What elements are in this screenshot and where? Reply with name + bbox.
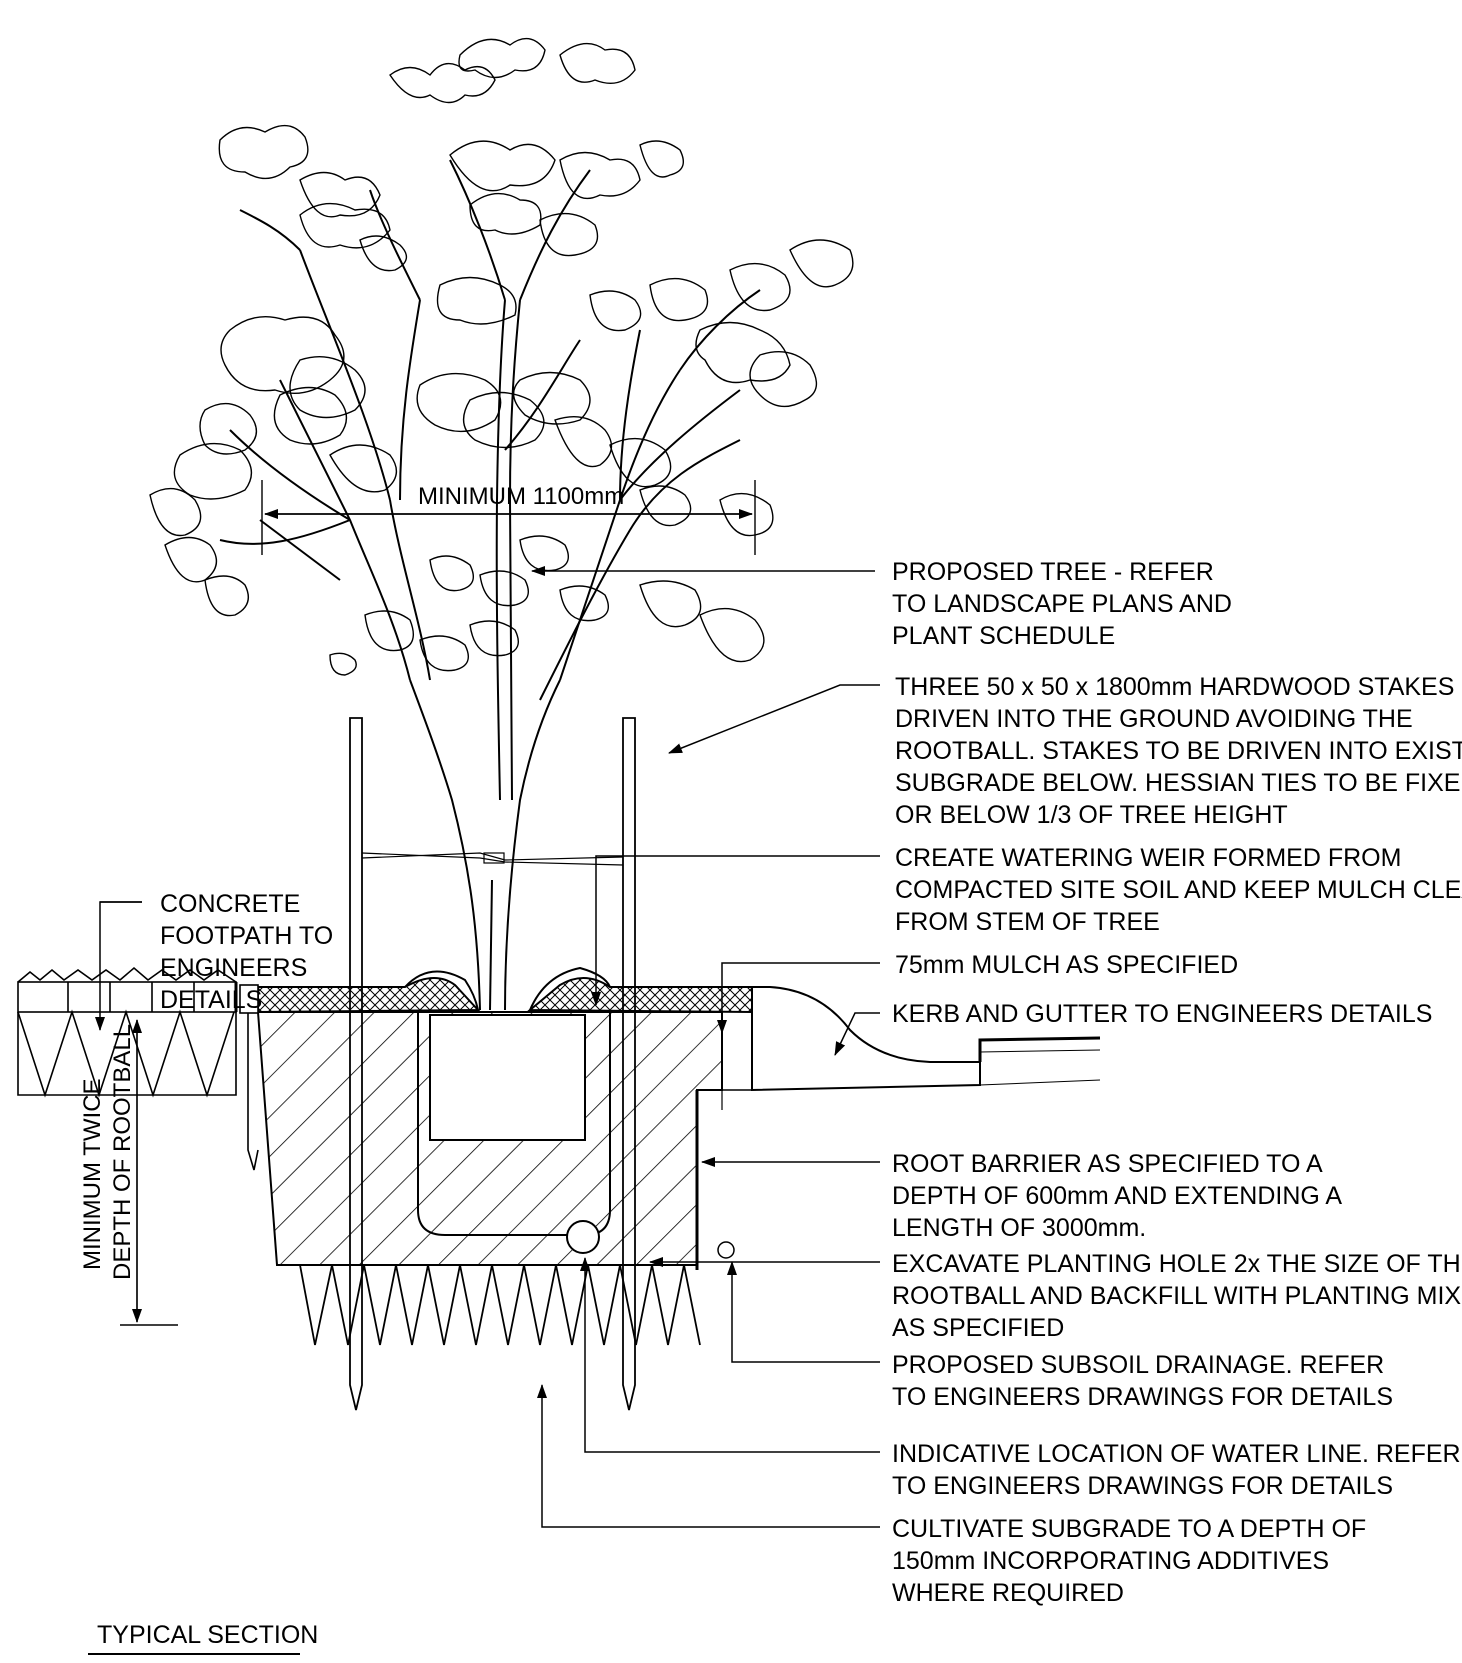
water-line-pipe (566, 1220, 600, 1254)
callout-kerb: KERB AND GUTTER TO ENGINEERS DETAILS (892, 1000, 1432, 1028)
subsoil-drainage-pipe (717, 1241, 735, 1259)
cultivated-subgrade (299, 1264, 701, 1346)
callout-planting-hole-line: AS SPECIFIED (892, 1314, 1064, 1342)
width-dimension (261, 480, 756, 555)
mulch-layer-right (527, 977, 753, 1014)
mulch-layer (257, 977, 481, 1014)
depth-dimension (120, 1019, 178, 1326)
callout-root-barrier: ROOT BARRIER AS SPECIFIED TO A DEPTH OF … (892, 1150, 1342, 1242)
callout-subgrade-line: CULTIVATE SUBGRADE TO A DEPTH OF (892, 1515, 1366, 1543)
concrete-footpath (17, 966, 259, 1171)
callout-stakes: THREE 50 x 50 x 1800mm HARDWOOD STAKES D… (895, 673, 1462, 829)
callout-mulch: 75mm MULCH AS SPECIFIED (895, 951, 1238, 979)
leader-lines (95, 566, 880, 1528)
callout-footpath: CONCRETE FOOTPATH TO ENGINEERS DETAILS (160, 890, 333, 1014)
callout-kerb-line: KERB AND GUTTER TO ENGINEERS DETAILS (892, 1000, 1432, 1028)
callout-footpath-line: DETAILS (160, 986, 262, 1014)
callout-weir: CREATE WATERING WEIR FORMED FROM COMPACT… (895, 844, 1462, 936)
callout-subgrade: CULTIVATE SUBGRADE TO A DEPTH OF 150mm I… (892, 1515, 1366, 1607)
callout-tree-line: PLANT SCHEDULE (892, 622, 1115, 650)
callout-footpath-line: FOOTPATH TO (160, 922, 333, 950)
callout-stakes-line: OR BELOW 1/3 OF TREE HEIGHT (895, 801, 1288, 829)
callout-stakes-line: DRIVEN INTO THE GROUND AVOIDING THE (895, 705, 1413, 733)
callout-weir-line: CREATE WATERING WEIR FORMED FROM (895, 844, 1401, 872)
callout-footpath-line: CONCRETE (160, 890, 300, 918)
callout-subgrade-line: 150mm INCORPORATING ADDITIVES (892, 1547, 1329, 1575)
callout-tree-line: PROPOSED TREE - REFER (892, 558, 1214, 586)
callout-planting-hole-line: ROOTBALL AND BACKFILL WITH PLANTING MIX (892, 1282, 1461, 1310)
callout-subsoil: PROPOSED SUBSOIL DRAINAGE. REFER TO ENGI… (892, 1351, 1393, 1411)
callout-water-line-line: TO ENGINEERS DRAWINGS FOR DETAILS (892, 1472, 1393, 1500)
rootball-outline (417, 1012, 611, 1236)
callout-weir-line: COMPACTED SITE SOIL AND KEEP MULCH CLEAR (895, 876, 1462, 904)
callout-root-barrier-line: ROOT BARRIER AS SPECIFIED TO A (892, 1150, 1323, 1178)
dimension-depth-label-1: MINIMUM TWICE (79, 1078, 106, 1270)
callout-weir-line: FROM STEM OF TREE (895, 908, 1160, 936)
callout-subsoil-line: TO ENGINEERS DRAWINGS FOR DETAILS (892, 1383, 1393, 1411)
callout-root-barrier-line: LENGTH OF 3000mm. (892, 1214, 1146, 1242)
callout-tree-line: TO LANDSCAPE PLANS AND (892, 590, 1232, 618)
dimension-width-label: MINIMUM 1100mm (418, 483, 624, 510)
callout-mulch-line: 75mm MULCH AS SPECIFIED (895, 951, 1238, 979)
callout-planting-hole-line: EXCAVATE PLANTING HOLE 2x THE SIZE OF TH… (892, 1250, 1462, 1278)
callout-subgrade-line: WHERE REQUIRED (892, 1579, 1124, 1607)
callout-stakes-line: ROOTBALL. STAKES TO BE DRIVEN INTO EXIST… (895, 737, 1462, 765)
dimension-depth-label-2: DEPTH OF ROOTBALL (109, 1024, 136, 1280)
hessian-ties (361, 852, 624, 866)
callout-root-barrier-line: DEPTH OF 600mm AND EXTENDING A (892, 1182, 1342, 1210)
drawing-title: TYPICAL SECTION (97, 1621, 318, 1649)
tree-trunk (219, 159, 761, 1011)
callout-footpath-line: ENGINEERS (160, 954, 307, 982)
rootball (429, 1014, 586, 1141)
road-surface (978, 1036, 1101, 1062)
callout-water-line: INDICATIVE LOCATION OF WATER LINE. REFER… (892, 1440, 1461, 1500)
callout-subsoil-line: PROPOSED SUBSOIL DRAINAGE. REFER (892, 1351, 1384, 1379)
kerb-and-gutter (751, 986, 981, 1092)
callout-tree: PROPOSED TREE - REFER TO LANDSCAPE PLANS… (892, 558, 1232, 650)
callout-planting-hole: EXCAVATE PLANTING HOLE 2x THE SIZE OF TH… (892, 1250, 1462, 1342)
callout-water-line-line: INDICATIVE LOCATION OF WATER LINE. REFER (892, 1440, 1461, 1468)
callout-stakes-line: THREE 50 x 50 x 1800mm HARDWOOD STAKES (895, 673, 1454, 701)
watering-weir (404, 970, 479, 1011)
callout-stakes-line: SUBGRADE BELOW. HESSIAN TIES TO BE FIXED… (895, 769, 1462, 797)
